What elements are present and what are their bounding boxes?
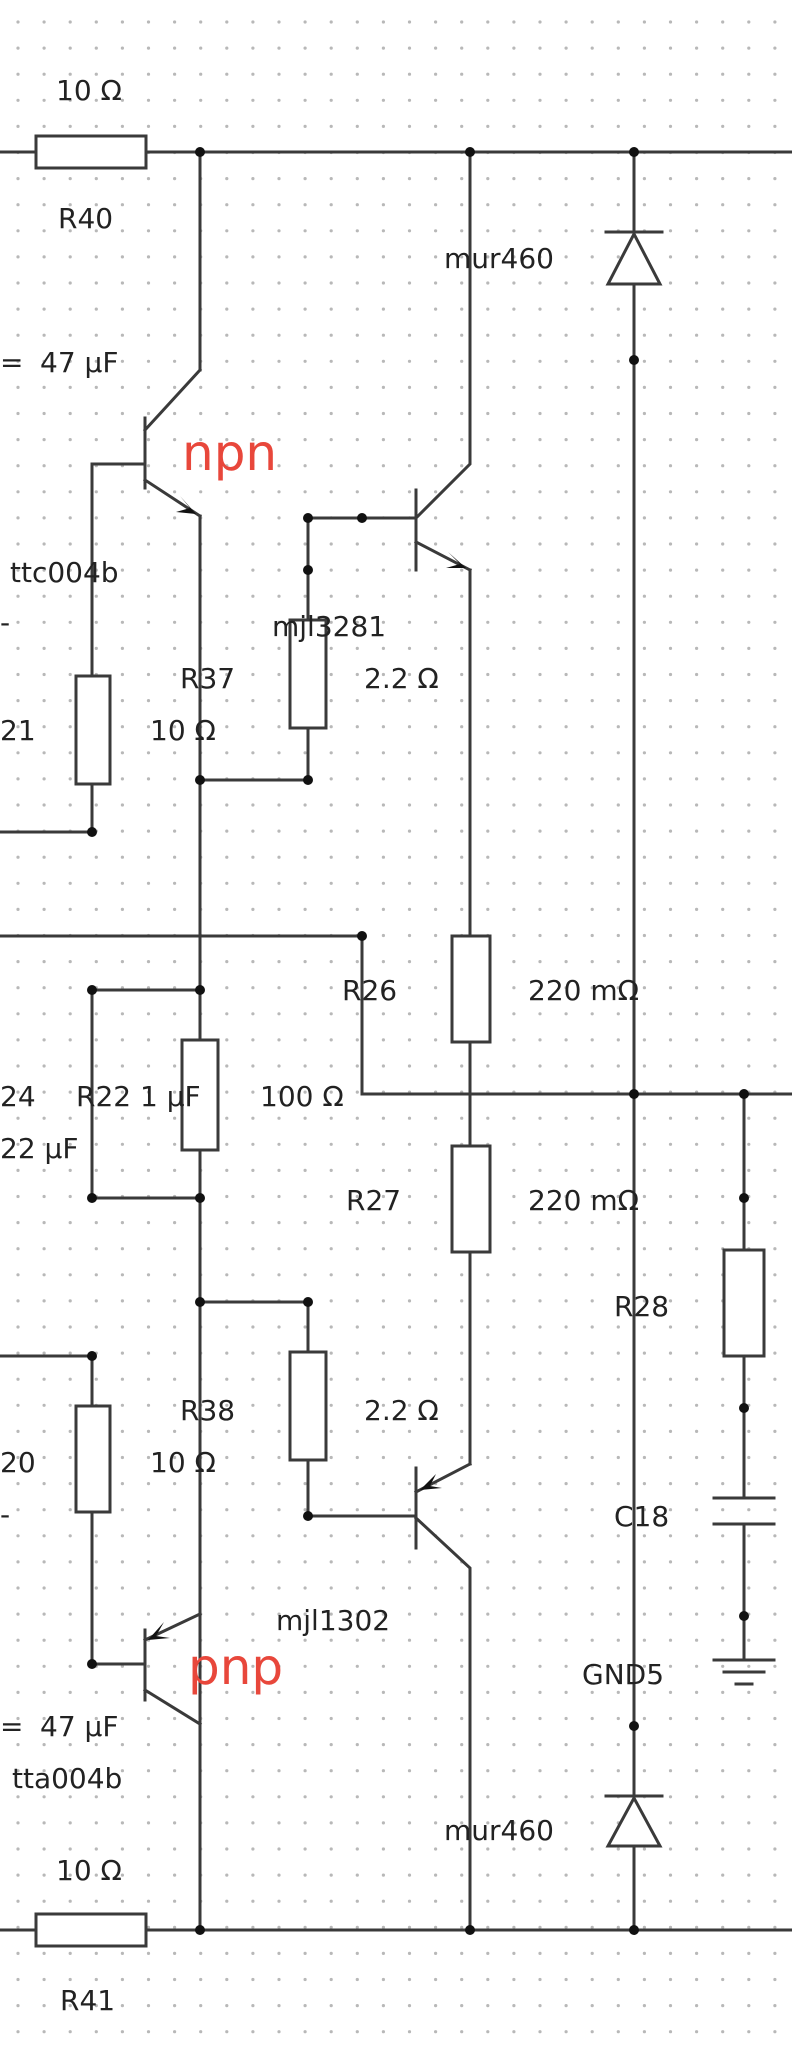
- grid-dots: [16, 20, 777, 2034]
- out-bottom-part: mjl1302: [276, 1604, 390, 1637]
- resistor-r22: [180, 1038, 220, 1152]
- diode-bottom-part: mur460: [444, 1814, 554, 1847]
- r-out-bottom-value: 2.2 Ω: [364, 1394, 439, 1427]
- pnp-tag: pnp: [188, 1638, 283, 1696]
- labels: 10 Ω R40 = 47 μF npn ttc004b - mjl3281 R…: [0, 74, 669, 2017]
- r41-name: R41: [60, 1984, 115, 2017]
- resistor-out-bottom: [288, 1350, 328, 1462]
- r40-value: 10 Ω: [56, 74, 122, 107]
- frag-22uf: 22 μF: [0, 1132, 78, 1165]
- c-bias-value: 1 μF: [140, 1080, 201, 1113]
- resistor-r27: [450, 1144, 492, 1254]
- dash-bottom: -: [0, 1498, 10, 1531]
- resistor-r41: [34, 1912, 148, 1948]
- components: [34, 134, 776, 1948]
- r38-name: R38: [180, 1394, 235, 1427]
- r41-value: 10 Ω: [56, 1854, 122, 1887]
- resistor-r40: [34, 134, 148, 170]
- c18-name: C18: [614, 1500, 669, 1533]
- frag-21: 21: [0, 714, 36, 747]
- resistor-r28: [722, 1248, 766, 1358]
- npn-driver-emitter-arrow: [176, 496, 196, 514]
- r37-name: R37: [180, 662, 235, 695]
- resistor-out-top: [288, 618, 328, 730]
- r27-name: R27: [346, 1184, 401, 1217]
- diode-top-part: mur460: [444, 242, 554, 275]
- r27-value: 220 mΩ: [528, 1184, 639, 1217]
- cap-fragment-bottom: =: [0, 1710, 23, 1743]
- diode-mur460-bottom: [605, 1794, 663, 1848]
- frag-20: 20: [0, 1446, 36, 1479]
- dash-top: -: [0, 606, 10, 639]
- resistor-r21: [74, 674, 112, 786]
- diode-mur460-top: [605, 230, 663, 286]
- c-top-value: 47 μF: [40, 346, 118, 379]
- driver-bottom-part: tta004b: [12, 1762, 122, 1795]
- r-out-top-value: 2.2 Ω: [364, 662, 439, 695]
- r28-name: R28: [614, 1290, 669, 1323]
- resistor-r20: [74, 1404, 112, 1514]
- r40-name: R40: [58, 202, 113, 235]
- c-bottom-value: 47 μF: [40, 1710, 118, 1743]
- r37-value: 10 Ω: [150, 714, 216, 747]
- r38-value: 10 Ω: [150, 1446, 216, 1479]
- r26-name: R26: [342, 974, 397, 1007]
- ground-gnd5: [712, 1658, 776, 1686]
- wires: [0, 150, 792, 1932]
- capacitor-c18: [712, 1496, 776, 1526]
- npn-tag: npn: [182, 424, 277, 482]
- driver-top-part: ttc004b: [10, 556, 119, 589]
- out-top-part: mjl3281: [272, 610, 386, 643]
- pnp-driver-emitter-arrow: [148, 1622, 170, 1640]
- r-bias-value: 100 Ω: [260, 1080, 344, 1113]
- r22-label: R22: [76, 1080, 131, 1113]
- pnp-output-emitter-arrow: [420, 1474, 442, 1490]
- r26-value: 220 mΩ: [528, 974, 639, 1007]
- cap-fragment-top: =: [0, 346, 23, 379]
- resistor-r26: [450, 934, 492, 1044]
- npn-output-emitter-arrow: [446, 552, 466, 568]
- junction-nodes: [87, 147, 749, 1935]
- gnd-name: GND5: [582, 1658, 664, 1691]
- frag-24: 24: [0, 1080, 36, 1113]
